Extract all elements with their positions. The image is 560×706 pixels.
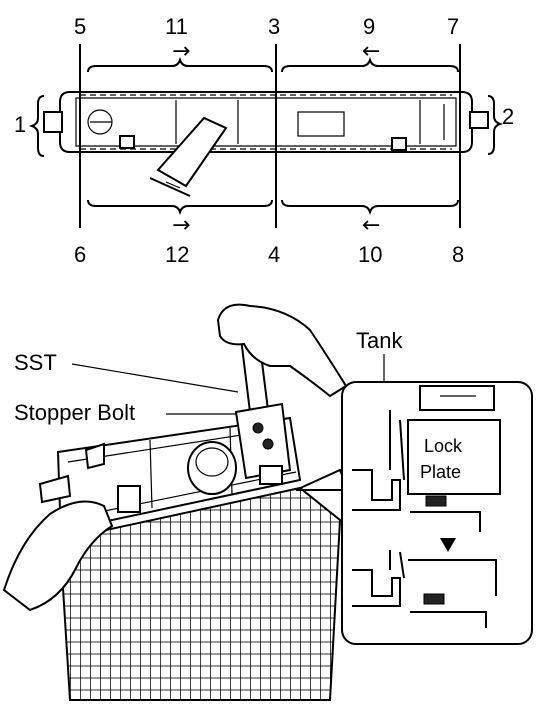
arrow-left-10: ← bbox=[362, 213, 380, 238]
number-4: 4 bbox=[268, 242, 280, 267]
number-11: 11 bbox=[165, 14, 188, 39]
tank-sequence-diagram: 5 11 3 9 7 → ← 1 2 bbox=[14, 14, 514, 267]
filler-neck bbox=[187, 441, 237, 495]
brace-right-2 bbox=[487, 95, 504, 155]
number-12: 12 bbox=[165, 242, 189, 267]
tank-body bbox=[43, 91, 489, 197]
number-3: 3 bbox=[268, 14, 280, 39]
label-sst: SST bbox=[14, 350, 57, 375]
lock-plate-box bbox=[407, 419, 501, 495]
label-stopper-bolt: Stopper Bolt bbox=[14, 400, 135, 425]
number-9: 9 bbox=[363, 14, 375, 39]
brace-top-right bbox=[281, 56, 459, 73]
label-lock: Lock bbox=[424, 436, 463, 456]
left-hand bbox=[2, 500, 114, 612]
inlet-neck bbox=[156, 116, 228, 188]
number-7: 7 bbox=[447, 14, 459, 39]
arrow-right-11: → bbox=[172, 39, 190, 64]
label-tank: Tank bbox=[356, 328, 403, 353]
number-8: 8 bbox=[452, 242, 464, 267]
number-6: 6 bbox=[74, 242, 86, 267]
number-10: 10 bbox=[358, 242, 382, 267]
brace-bottom-left bbox=[87, 199, 273, 216]
arrow-down-icon bbox=[440, 538, 456, 552]
brace-bottom-right bbox=[281, 199, 459, 216]
right-hand bbox=[216, 303, 348, 398]
number-2: 2 bbox=[502, 104, 514, 129]
brace-left-1 bbox=[28, 95, 45, 157]
leader-sst bbox=[71, 363, 239, 393]
radiator-core bbox=[58, 486, 342, 701]
callout-pointer bbox=[295, 468, 350, 491]
number-5: 5 bbox=[74, 14, 86, 39]
arrow-right-12: → bbox=[172, 213, 190, 238]
label-plate: Plate bbox=[420, 462, 461, 482]
detail-before: Lock Plate bbox=[352, 385, 501, 532]
tank-clip bbox=[117, 485, 141, 513]
arrow-left-9: ← bbox=[362, 39, 380, 64]
brace-top-left bbox=[87, 56, 273, 73]
sst-installation-diagram: SST Stopper Bolt Tank bbox=[2, 303, 533, 701]
number-1: 1 bbox=[14, 112, 26, 137]
detail-after bbox=[352, 550, 497, 628]
